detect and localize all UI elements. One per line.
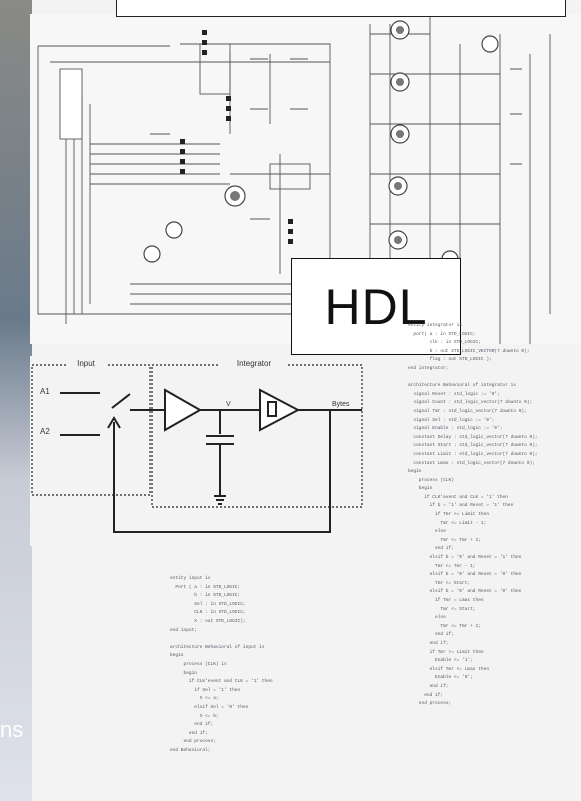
block-diagram: Input Integrator A1 A2 V Bytes [30,356,370,546]
left-text-fragment: ns [0,717,24,742]
code-listing-integrator: entity integrator is port( a : in STD_LO… [408,323,538,707]
input-a-label: A1 [40,387,50,396]
input-box-label: Input [77,359,96,368]
title-box [116,0,566,17]
left-photo-strip: ns [0,0,32,801]
integrator-box-label: Integrator [237,359,272,368]
code-listing-input: entity input is Port ( a : in STD_LOGIC;… [170,576,273,753]
output-label: Bytes [332,401,350,408]
node-v-label: V [226,401,231,408]
hdl-label: HDL [291,258,461,355]
input-b-label: A2 [40,427,50,436]
